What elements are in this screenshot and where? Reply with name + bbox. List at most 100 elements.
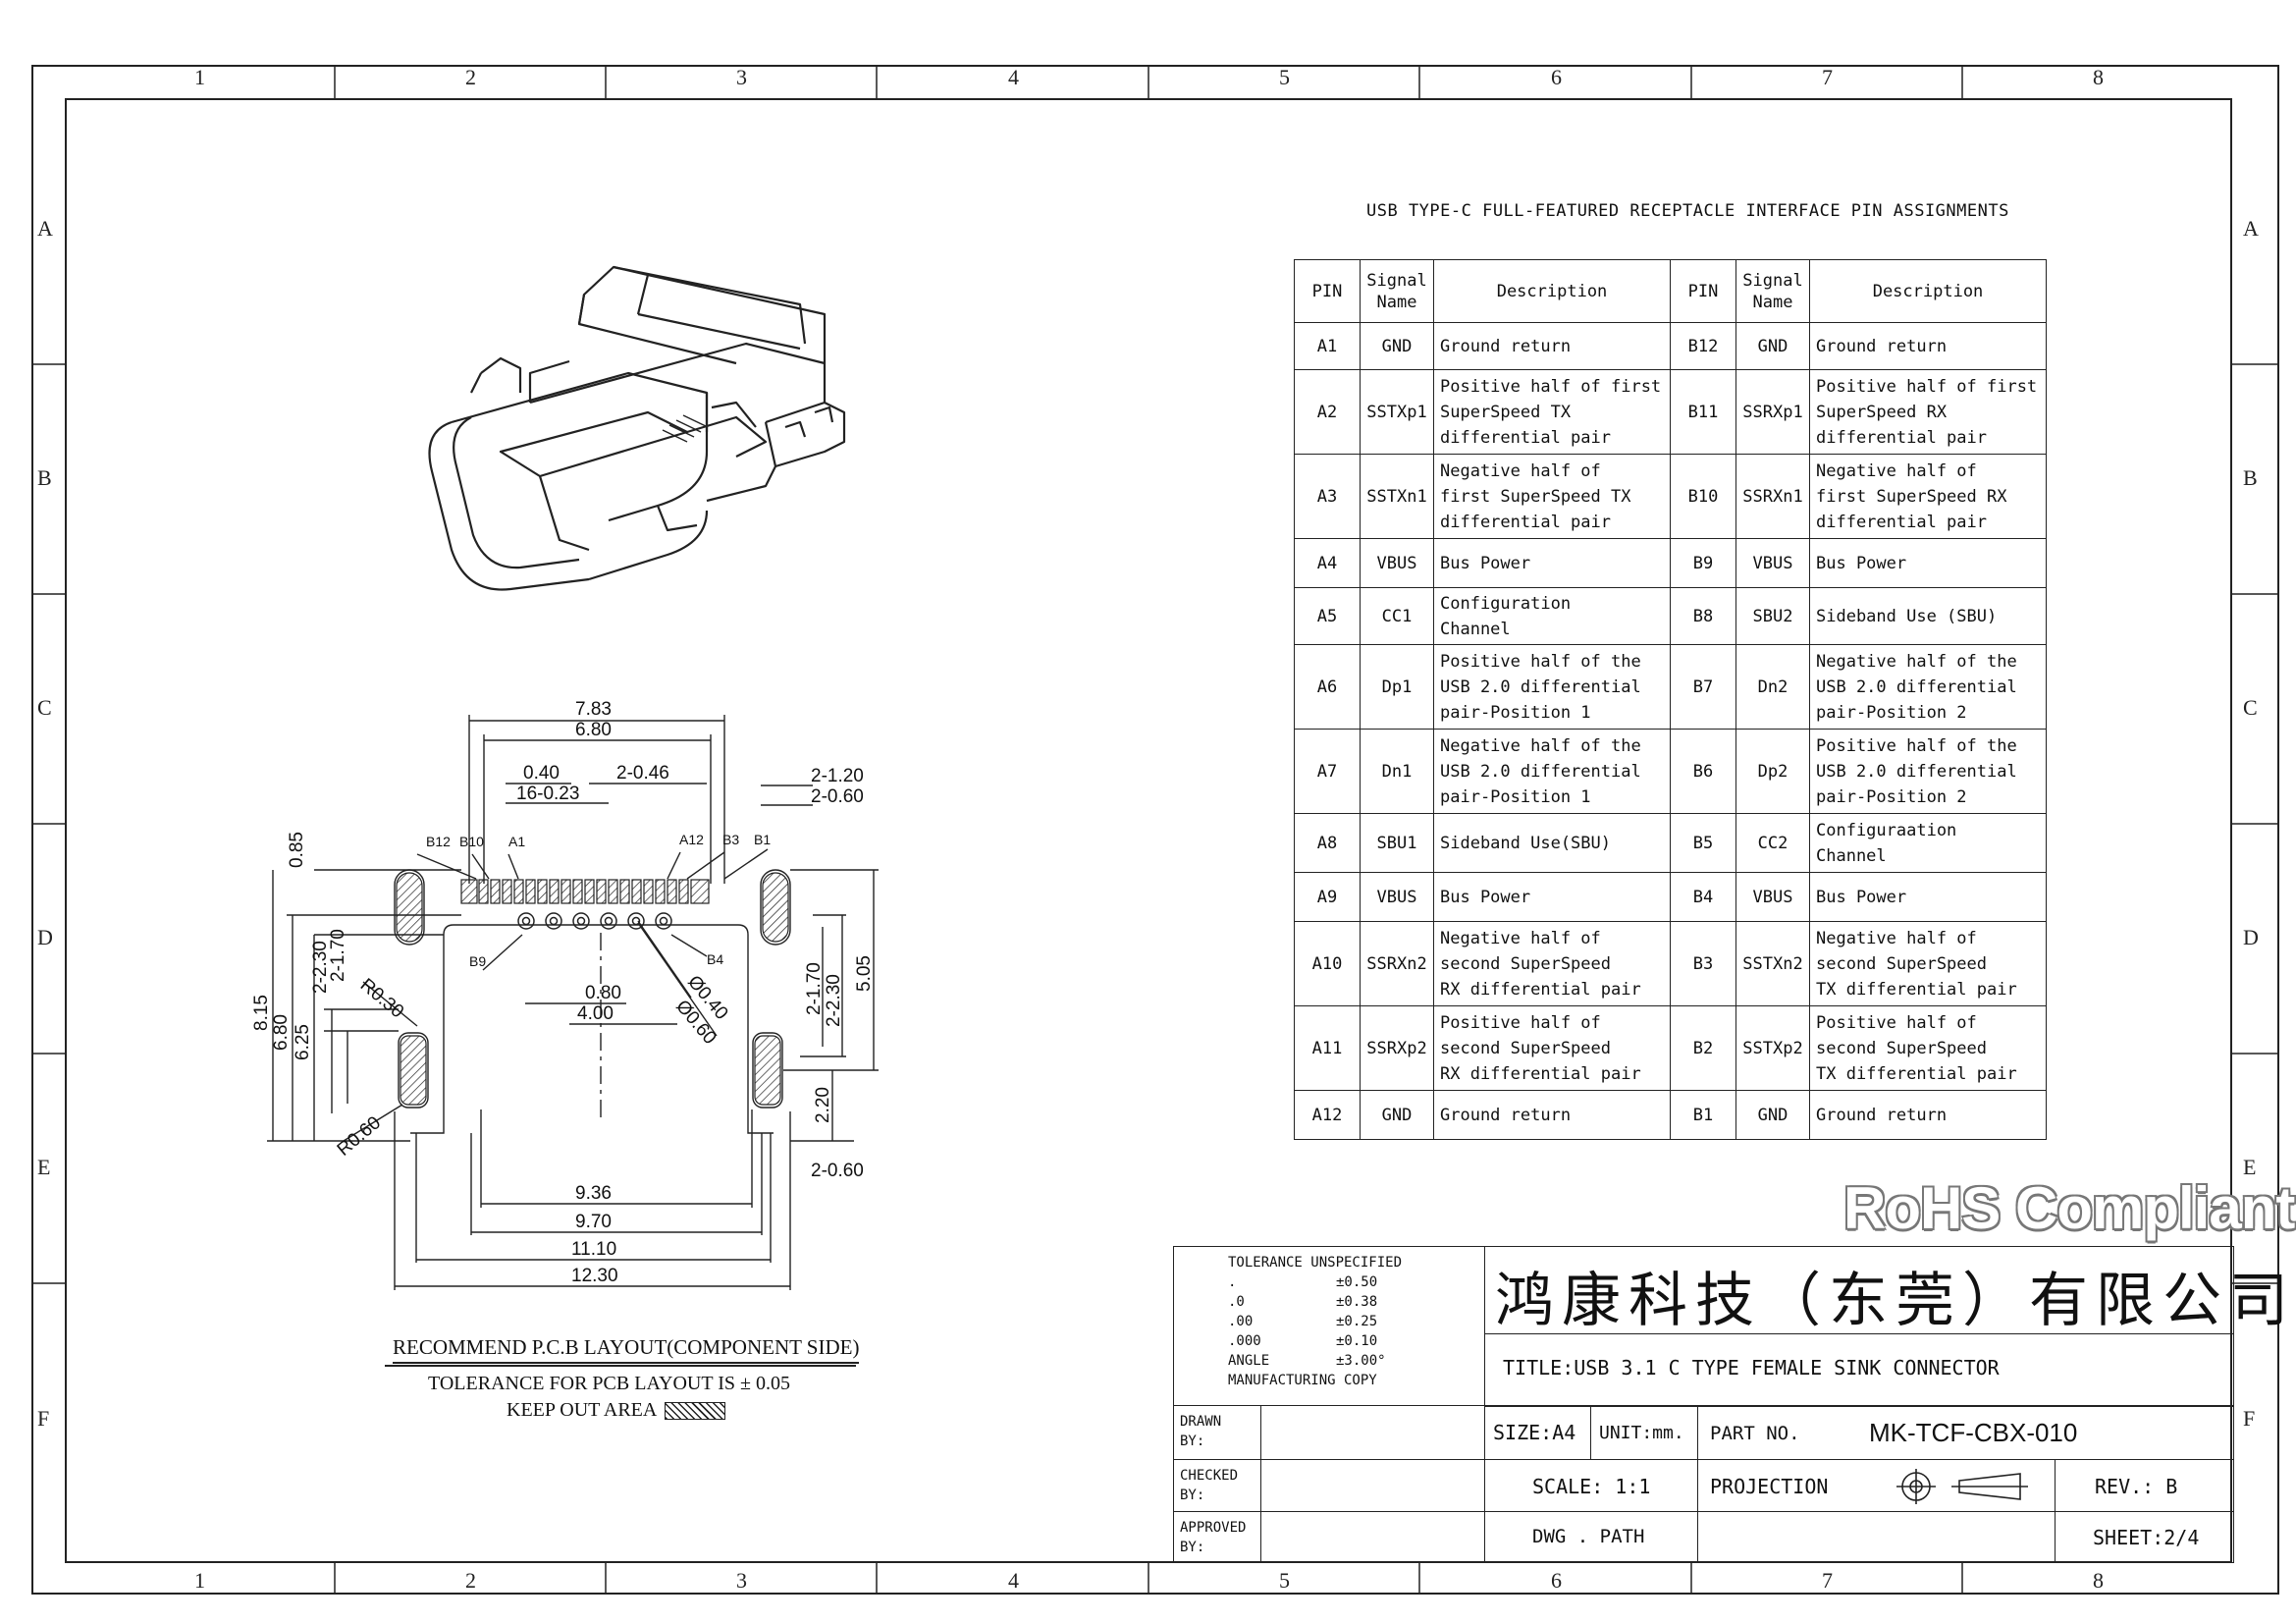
cell-pin-b: B2 xyxy=(1670,1005,1736,1091)
dim-2-2-30-left: 2-2.30 xyxy=(310,941,331,994)
zone-right-e: E xyxy=(2243,1155,2257,1179)
cell-signal-a: VBUS xyxy=(1360,872,1434,922)
dim-7-83: 7.83 xyxy=(575,699,612,720)
dim-16-0-23: 16-0.23 xyxy=(516,784,579,804)
cell-signal-b: Dn2 xyxy=(1735,644,1810,730)
cell-pin-b: B12 xyxy=(1670,322,1736,370)
caption-underline xyxy=(385,1365,856,1367)
zone-left-f: F xyxy=(37,1406,50,1431)
drawing-title-cell: TITLE:USB 3.1 C TYPE FEMALE SINK CONNECT… xyxy=(1484,1333,2234,1407)
checked-by-value xyxy=(1260,1459,1485,1512)
cell-pin-a: A9 xyxy=(1294,872,1361,922)
dim-2-0-60-top: 2-0.60 xyxy=(811,786,864,807)
dim-r0-60: R0.60 xyxy=(334,1112,385,1161)
dim-0-40: 0.40 xyxy=(523,763,560,784)
size-cell: SIZE:A4 xyxy=(1484,1405,1591,1460)
drawing-title: TITLE:USB 3.1 C TYPE FEMALE SINK CONNECT… xyxy=(1503,1356,2000,1380)
dwg-path-label: DWG . PATH xyxy=(1532,1526,1645,1547)
cell-signal-b: SSTXn2 xyxy=(1735,921,1810,1006)
cell-description-b: Negative half of first SuperSpeed RX dif… xyxy=(1809,454,2047,539)
tolerance-cell: TOLERANCE UNSPECIFIED .±0.50.0±0.38.00±0… xyxy=(1173,1246,1485,1406)
size-value: SIZE:A4 xyxy=(1493,1421,1576,1444)
dim-2-20: 2.20 xyxy=(813,1087,833,1123)
header-description-b: Description xyxy=(1809,259,2047,323)
tolerance-value: ±0.38 xyxy=(1336,1294,1378,1310)
cell-pin-b: B5 xyxy=(1670,813,1736,873)
header-signal-a: Signal Name xyxy=(1360,259,1434,323)
checked-by-label-cell: CHECKED BY: xyxy=(1173,1459,1261,1512)
pin-label-b9: B9 xyxy=(469,953,486,969)
cell-signal-a: SBU1 xyxy=(1360,813,1434,873)
dim-9-36: 9.36 xyxy=(575,1183,612,1204)
cell-pin-a: A5 xyxy=(1294,587,1361,645)
cell-signal-a: SSTXn1 xyxy=(1360,454,1434,539)
dim-0-80: 0.80 xyxy=(585,983,621,1003)
cell-pin-b: B9 xyxy=(1670,538,1736,588)
zone-top-6: 6 xyxy=(1551,65,1562,89)
first-angle-projection-symbol xyxy=(1896,1469,2028,1504)
sheet-value: SHEET:2/4 xyxy=(2093,1526,2200,1549)
zone-top-5: 5 xyxy=(1279,65,1290,89)
cell-signal-b: SSRXn1 xyxy=(1735,454,1810,539)
cell-description-b: Positive half of the USB 2.0 differentia… xyxy=(1809,729,2047,814)
pcb-layout-drawing: 7.83 6.80 0.40 2-0.46 16-0.23 2-1.20 2-0… xyxy=(251,699,879,1290)
unit-cell: UNIT:mm. xyxy=(1590,1405,1698,1460)
pin-label-b10: B10 xyxy=(459,834,484,849)
approved-by-label: APPROVED BY: xyxy=(1180,1520,1247,1555)
cell-description-b: Ground return xyxy=(1809,322,2047,370)
tolerance-precision: .00 xyxy=(1228,1314,1254,1329)
cell-pin-b: B10 xyxy=(1670,454,1736,539)
sheet-cell: SHEET:2/4 xyxy=(2055,1511,2234,1563)
zone-top-8: 8 xyxy=(2093,65,2104,89)
zone-bottom-1: 1 xyxy=(194,1568,205,1593)
cell-signal-a: CC1 xyxy=(1360,587,1434,645)
header-pin-b: PIN xyxy=(1670,259,1736,323)
dim-8-15: 8.15 xyxy=(251,995,272,1031)
dim-4-00: 4.00 xyxy=(577,1003,614,1024)
cell-description-a: Negative half of first SuperSpeed TX dif… xyxy=(1433,454,1671,539)
cell-signal-a: SSRXn2 xyxy=(1360,921,1434,1006)
header-pin-a: PIN xyxy=(1294,259,1361,323)
cell-description-a: Negative half of second SuperSpeed RX di… xyxy=(1433,921,1671,1006)
zone-bottom-4: 4 xyxy=(1008,1568,1019,1593)
part-number-cell: PART NO. MK-TCF-CBX-010 xyxy=(1697,1405,2234,1460)
pin-label-b1: B1 xyxy=(754,832,771,847)
cell-signal-a: SSTXp1 xyxy=(1360,369,1434,455)
part-number-value: MK-TCF-CBX-010 xyxy=(1869,1418,2078,1447)
cell-signal-a: SSRXp2 xyxy=(1360,1005,1434,1091)
dim-2-2-30-right: 2-2.30 xyxy=(824,974,844,1027)
cell-signal-b: VBUS xyxy=(1735,538,1810,588)
zone-top-2: 2 xyxy=(465,65,476,89)
approved-by-label-cell: APPROVED BY: xyxy=(1173,1511,1261,1563)
tolerance-precision: ANGLE xyxy=(1228,1353,1270,1369)
revision-cell: REV.: B xyxy=(2055,1459,2234,1512)
tolerance-row: .000±0.10 xyxy=(1228,1331,1386,1351)
tolerance-row: ANGLE ±3.00° xyxy=(1228,1351,1386,1371)
zone-left-e: E xyxy=(37,1155,51,1179)
cell-signal-b: SSRXp1 xyxy=(1735,369,1810,455)
checked-by-label: CHECKED BY: xyxy=(1180,1468,1239,1503)
zone-left-d: D xyxy=(37,925,53,949)
cell-description-b: Positive half of second SuperSpeed TX di… xyxy=(1809,1005,2047,1091)
cell-description-b: Bus Power xyxy=(1809,872,2047,922)
cell-description-b: Configuraation Channel xyxy=(1809,813,2047,873)
rohs-compliant-mark: RoHS Compliant xyxy=(1843,1175,2295,1241)
pin-assignment-table: PIN Signal Name Description PIN Signal N… xyxy=(1294,259,2047,1140)
tolerance-value: ±3.00° xyxy=(1336,1353,1386,1369)
cell-description-a: Positive half of first SuperSpeed TX dif… xyxy=(1433,369,1671,455)
zone-right-f: F xyxy=(2243,1406,2256,1431)
tolerance-row: .±0.50 xyxy=(1228,1272,1386,1292)
cell-description-a: Configuration Channel xyxy=(1433,587,1671,645)
cell-pin-a: A7 xyxy=(1294,729,1361,814)
zone-left-b: B xyxy=(37,465,52,490)
pin-label-a12: A12 xyxy=(679,832,704,847)
keepout-label: KEEP OUT AREA xyxy=(507,1399,658,1421)
pin-table-title: USB TYPE-C FULL-FEATURED RECEPTACLE INTE… xyxy=(1366,201,2009,221)
scale-cell: SCALE: 1:1 xyxy=(1484,1459,1698,1512)
cell-description-b: Negative half of the USB 2.0 differentia… xyxy=(1809,644,2047,730)
drawn-by-label-cell: DRAWN BY: xyxy=(1173,1405,1261,1460)
